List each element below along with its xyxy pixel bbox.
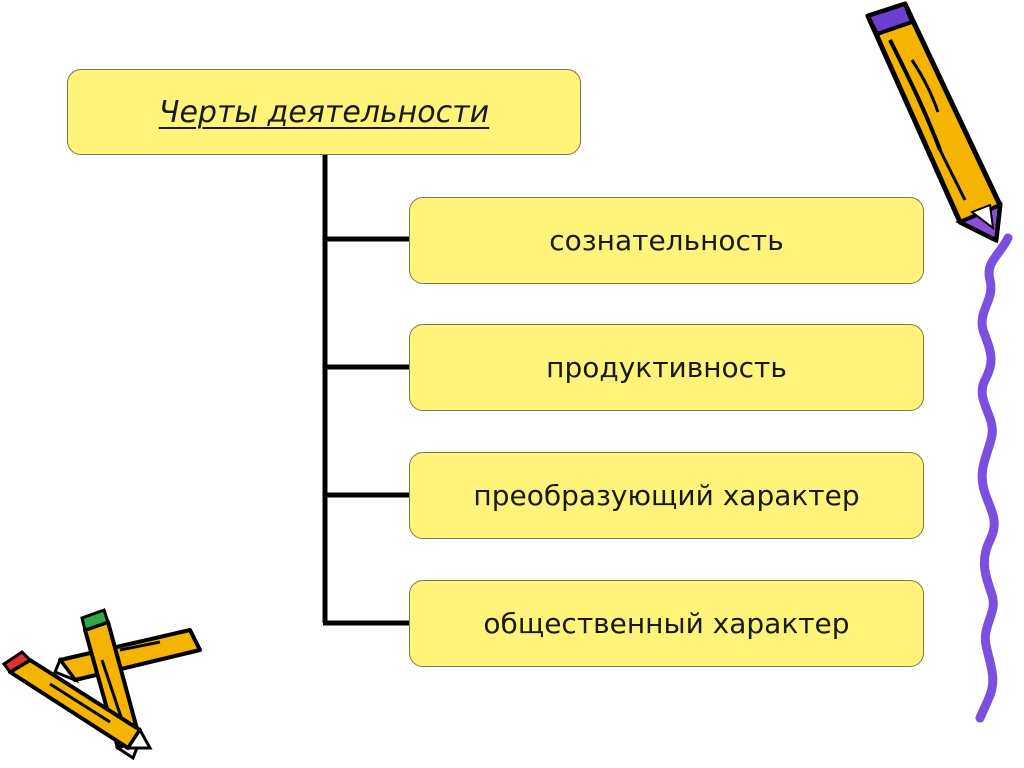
root-node-label: Черты деятельности [158, 94, 490, 130]
child-node-label: общественный характер [483, 607, 850, 640]
child-node-transformative: преобразующий характер [409, 452, 924, 539]
child-node-label: продуктивность [546, 351, 787, 384]
child-node-label: сознательность [549, 224, 784, 257]
squiggle-line [975, 233, 1013, 723]
crossed-pencils-icon [1, 608, 202, 761]
child-node-productivity: продуктивность [409, 324, 924, 411]
child-node-consciousness: сознательность [409, 197, 924, 284]
child-node-label: преобразующий характер [473, 479, 860, 512]
root-node: Черты деятельности [67, 69, 581, 155]
pencil-icon [865, 1, 1003, 244]
child-node-social: общественный характер [409, 580, 924, 667]
